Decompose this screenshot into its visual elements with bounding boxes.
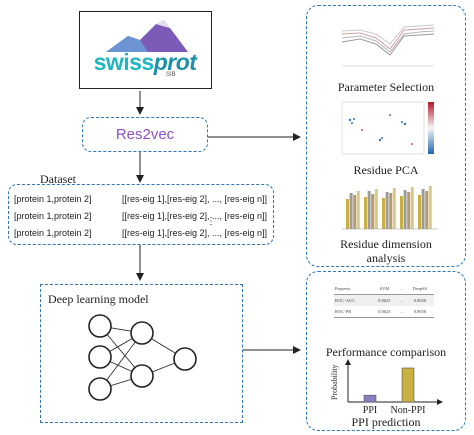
table-cell: 0.8658 [413, 309, 427, 314]
dimension-bar [349, 193, 353, 229]
output-node [173, 347, 197, 371]
residue-features: [[res-eig 1],[res-eig 2], ..., [res-eig … [122, 211, 268, 221]
dataset-title: Dataset [40, 172, 76, 186]
res2vec-box: Res2vec [82, 117, 208, 152]
performance-caption: Performance comparison [325, 345, 447, 359]
protein-pair: [protein 1,protein 2] [14, 211, 92, 221]
parameter-selection-caption: Parameter Selection [337, 80, 435, 94]
dimension-bar [400, 196, 403, 229]
mountain-icon [106, 20, 188, 52]
table-header-cell: DeepSS [412, 286, 428, 291]
dimension-bar [367, 191, 371, 229]
logo-text-accent: prot [153, 49, 197, 75]
x-tick-label: PPI [363, 405, 377, 416]
res2vec-label: Res2vec [115, 126, 175, 143]
dimension-bar [428, 186, 432, 229]
table-row: ROC-PR 0.8625 ... 0.8658 [334, 306, 434, 318]
table-header-cell: Property [335, 286, 351, 291]
dimension-bar [425, 191, 429, 229]
logo-wordmark: swissprot [80, 50, 210, 74]
dimension-bar [346, 199, 349, 229]
logo-text-main: swiss [93, 49, 155, 75]
evaluation-panel [306, 271, 466, 431]
protein-pair: [protein 1,protein 2] [14, 228, 92, 238]
table-row: ROC-AUC 0.8625 ... 0.8658 [334, 294, 434, 306]
protein-pair: [protein 1,protein 2] [14, 194, 92, 204]
dataset-ellipsis: ⋮ [206, 216, 216, 227]
residue-dimension-caption-line1: Residue dimension [340, 237, 432, 251]
y-axis-label: Probability [330, 364, 339, 400]
dataset-row: [protein 1,protein 2] [[res-eig 1],[res-… [14, 228, 267, 239]
input-node [88, 314, 112, 338]
analysis-panel [306, 5, 466, 267]
x-tick-label: Non-PPI [390, 405, 425, 416]
swissprot-logo: swissprot SIB [79, 11, 212, 89]
dataset-row: [protein 1,protein 2] [[res-eig 1],[res-… [14, 211, 267, 222]
dimension-bar [356, 191, 360, 229]
residue-dimension-caption-line2: analysis [366, 251, 406, 265]
residue-pca-plot [341, 101, 434, 155]
residue-pca-caption: Residue PCA [353, 163, 419, 177]
performance-table: Property SVM ... DeepSS ROC-AUC 0.8625 .… [334, 283, 434, 318]
ppi-prediction-chart: Probability PPI Non-PPI [330, 359, 443, 416]
table-cell: 0.8625 [378, 309, 391, 314]
dimension-bar [410, 187, 414, 229]
table-cell: ... [399, 298, 403, 303]
table-cell: ROC-AUC [335, 298, 356, 303]
dimension-bar [418, 195, 421, 229]
dimension-bar [403, 190, 407, 229]
parameter-selection-plot [341, 24, 435, 67]
logo-subtext: SIB [166, 72, 176, 78]
dimension-bar [385, 192, 389, 229]
hidden-node [130, 321, 154, 345]
dimension-bar [421, 189, 425, 229]
table-header-row: Property SVM ... DeepSS [334, 283, 434, 295]
dimension-bar [371, 194, 375, 229]
table-header-cell: SVM [379, 286, 390, 291]
deep-learning-model-box [40, 284, 243, 423]
residue-dimension-plot [342, 186, 438, 230]
dimension-bar [364, 197, 367, 229]
prediction-bar-ppi [363, 394, 377, 403]
hidden-node [130, 364, 154, 388]
dimension-bar [389, 193, 393, 229]
input-node [88, 377, 112, 401]
dimension-bar [392, 188, 396, 229]
prediction-bar-non-ppi [401, 367, 415, 403]
residue-features: [[res-eig 1],[res-eig 2], ..., [res-eig … [122, 228, 268, 238]
input-node [88, 345, 112, 369]
ppi-prediction-caption: PPI prediction [351, 415, 421, 429]
dimension-bar [382, 198, 385, 229]
dataset-box [8, 184, 274, 245]
dimension-bar [374, 189, 378, 229]
deep-learning-model-title: Deep learning model [48, 292, 149, 306]
dataset-row: [protein 1,protein 2] [[res-eig 1],[res-… [14, 194, 267, 205]
table-cell: 0.8625 [378, 298, 391, 303]
neural-network-diagram [88, 314, 197, 401]
table-cell: ... [399, 309, 403, 314]
table-cell: ROC-PR [335, 309, 352, 314]
dimension-bar [353, 195, 357, 229]
table-header-cell: ... [399, 286, 403, 291]
dimension-bar [407, 192, 411, 229]
residue-features: [[res-eig 1],[res-eig 2], ..., [res-eig … [122, 194, 268, 204]
table-cell: 0.8658 [413, 298, 427, 303]
